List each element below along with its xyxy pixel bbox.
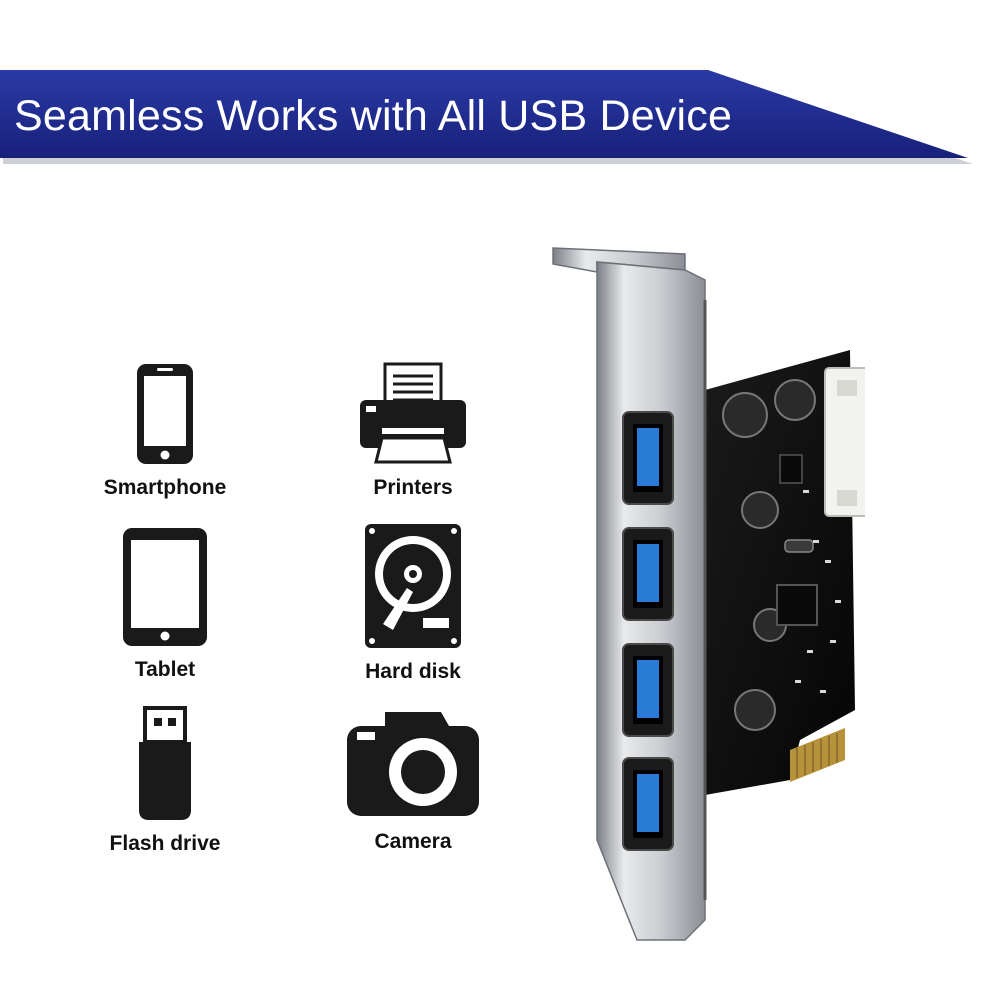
usb-pcie-card-icon bbox=[552, 247, 870, 941]
tablet-icon bbox=[123, 528, 207, 646]
device-label-tablet: Tablet bbox=[134, 658, 196, 681]
header-banner: Seamless Works with All USB Device bbox=[0, 70, 975, 165]
device-label-camera: Camera bbox=[374, 830, 452, 853]
device-tablet: Tablet bbox=[75, 526, 255, 682]
banner-shape bbox=[0, 70, 973, 164]
printer-icon bbox=[360, 362, 466, 464]
device-smartphone: Smartphone bbox=[75, 362, 255, 500]
hard-disk-icon bbox=[365, 524, 461, 648]
product-image bbox=[545, 240, 870, 955]
device-camera: Camera bbox=[323, 710, 503, 854]
device-label-printers: Printers bbox=[373, 476, 453, 499]
flash-drive-icon bbox=[139, 706, 191, 820]
device-hard-disk: Hard disk bbox=[323, 522, 503, 684]
device-flash-drive: Flash drive bbox=[75, 706, 255, 856]
device-label-flash-drive: Flash drive bbox=[109, 832, 221, 855]
banner-title: Seamless Works with All USB Device bbox=[14, 92, 733, 140]
camera-icon bbox=[347, 712, 479, 816]
device-label-hard-disk: Hard disk bbox=[365, 660, 461, 683]
device-printers: Printers bbox=[323, 362, 503, 500]
device-label-smartphone: Smartphone bbox=[103, 476, 227, 499]
smartphone-icon bbox=[137, 364, 193, 464]
